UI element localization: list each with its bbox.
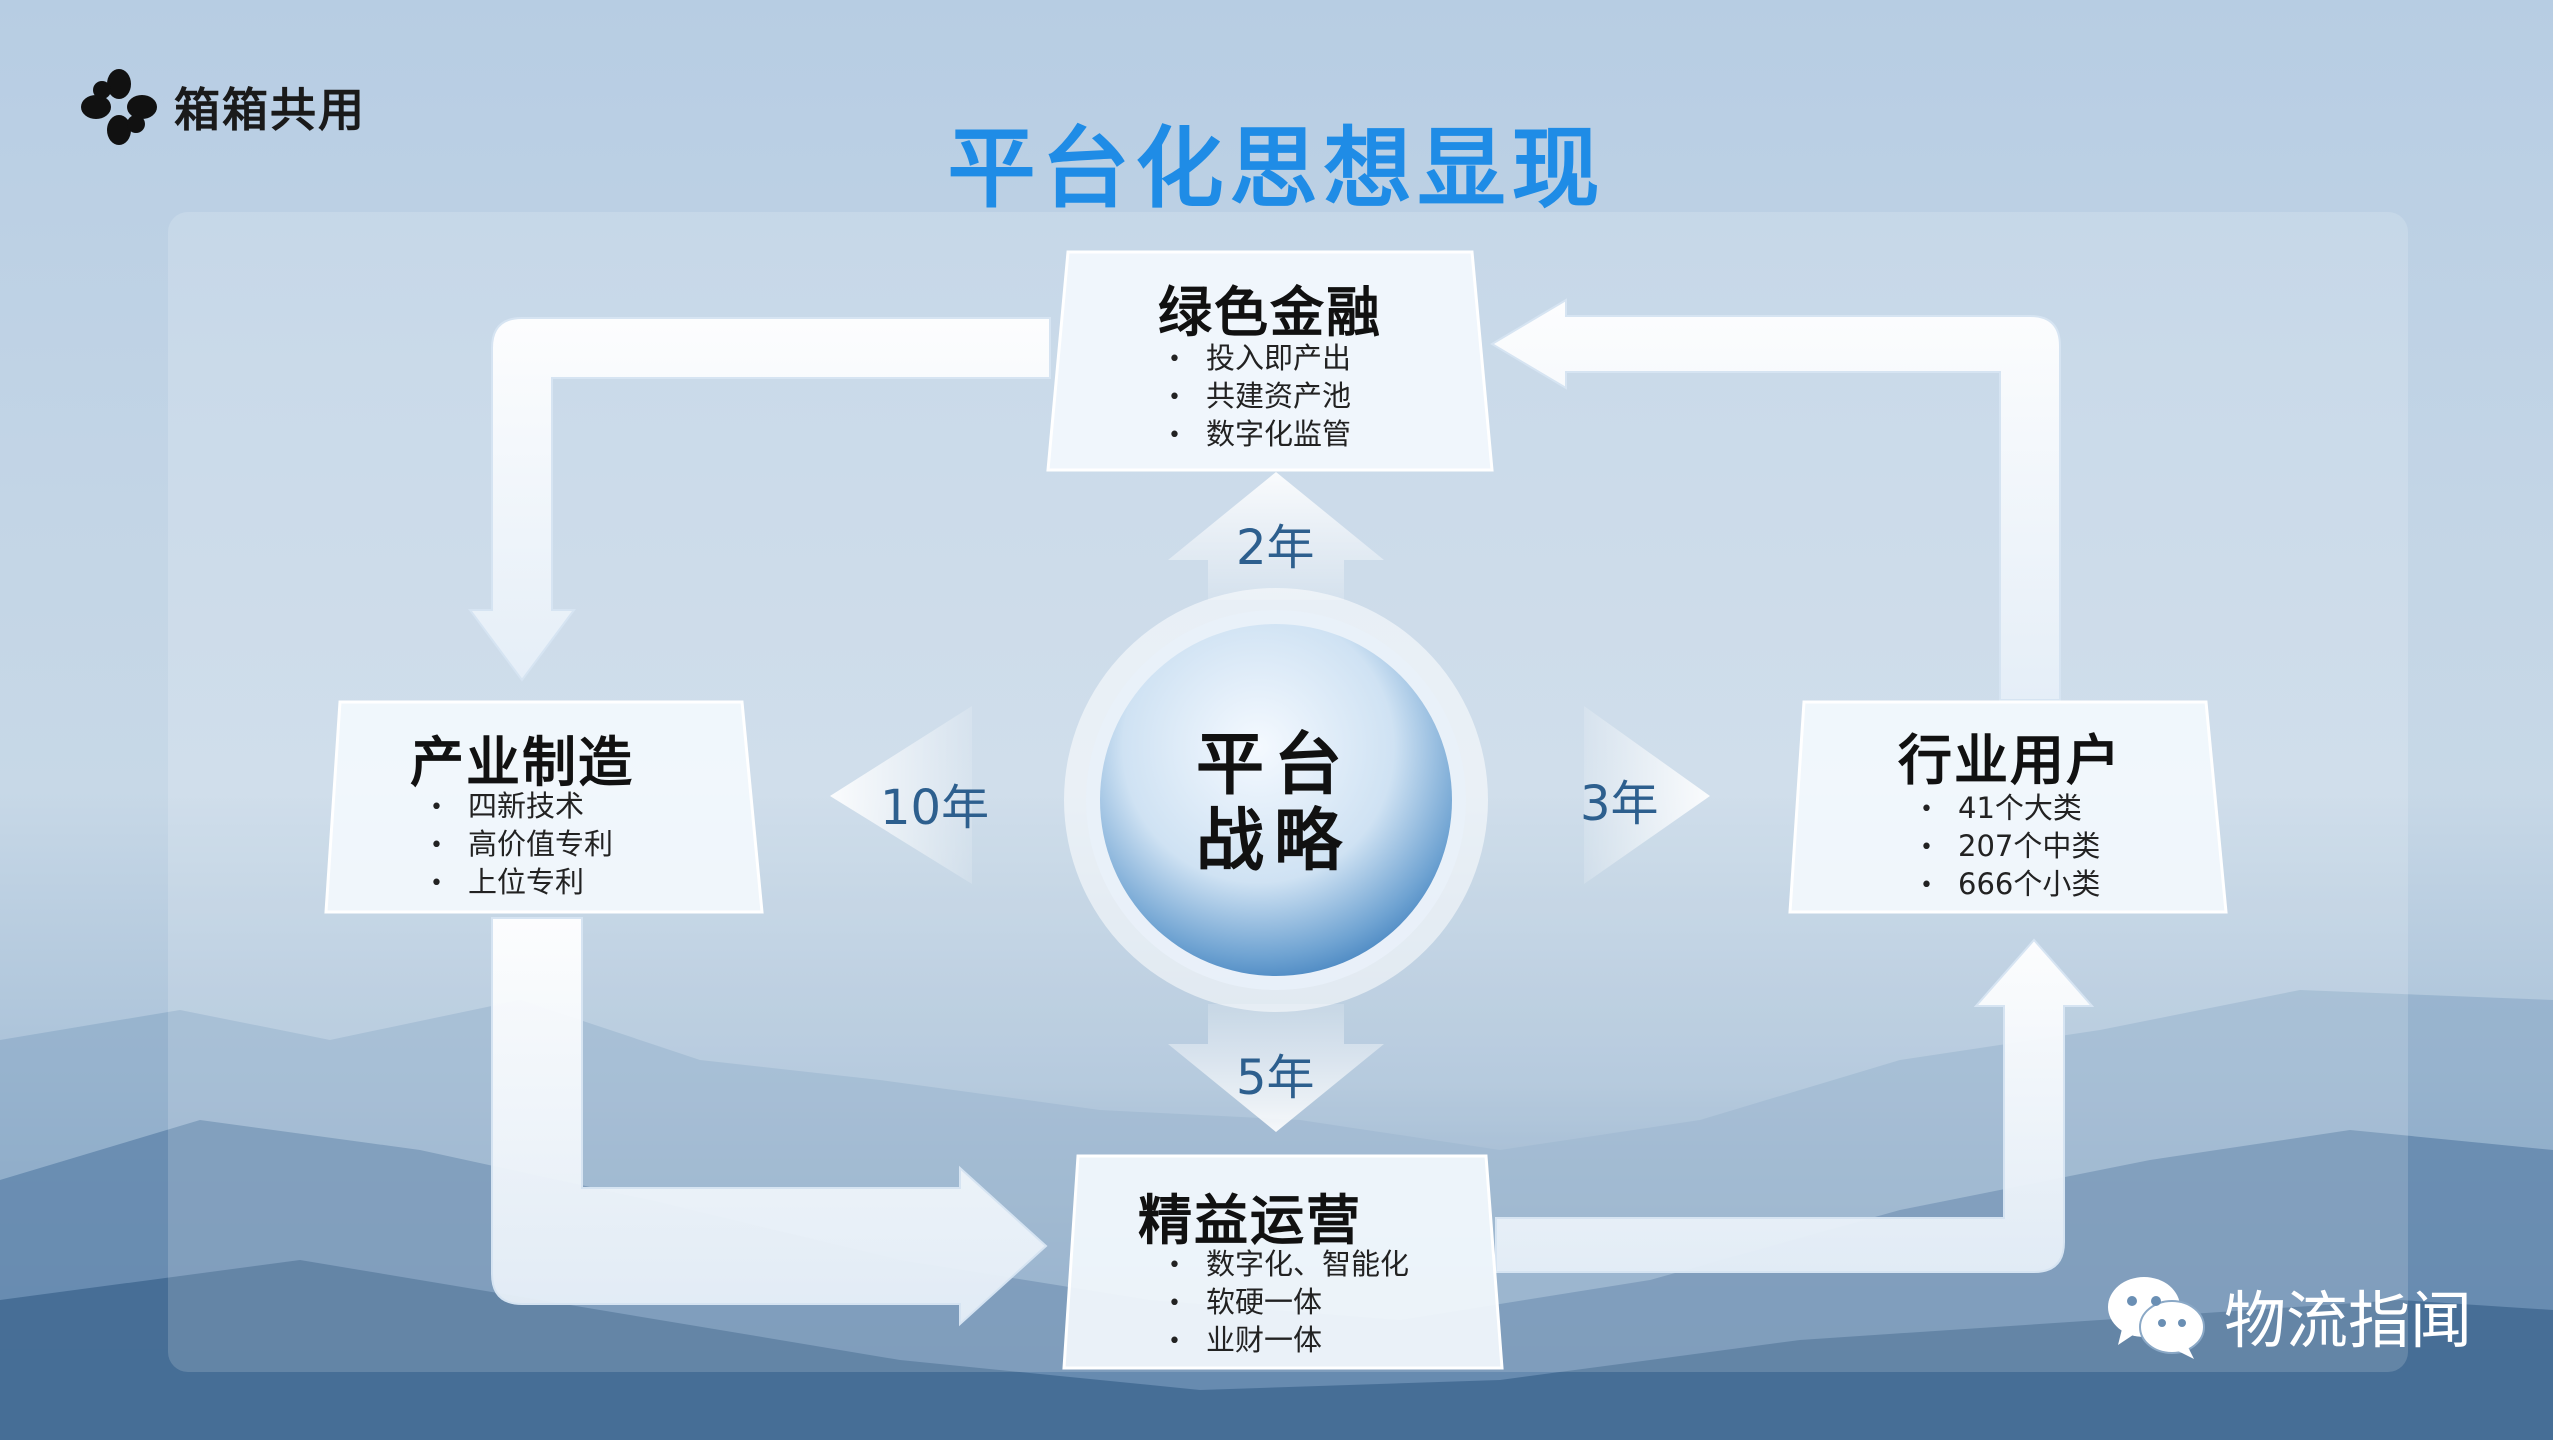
bullet-list: 四新技术 高价值专利 上位专利 bbox=[430, 788, 613, 902]
year-label-left: 10年 bbox=[880, 780, 990, 836]
arrow-bottom-to-right bbox=[1495, 938, 2095, 1273]
center-line-2: 战略 bbox=[1195, 802, 1352, 881]
year-arrow-left bbox=[830, 706, 972, 884]
bullet-list: 数字化、智能化 软硬一体 业财一体 bbox=[1168, 1246, 1409, 1360]
bullet-list: 41个大类 207个中类 666个小类 bbox=[1920, 790, 2100, 904]
list-item: 上位专利 bbox=[430, 864, 613, 902]
cycle-arrows bbox=[468, 298, 2095, 1327]
list-item: 业财一体 bbox=[1168, 1322, 1409, 1360]
year-arrow-down bbox=[1168, 1004, 1384, 1132]
center-label: 平台 战略 bbox=[1170, 728, 1378, 880]
arrow-right-to-top bbox=[1490, 298, 2061, 701]
list-item: 软硬一体 bbox=[1168, 1284, 1409, 1322]
arrow-left-to-bottom bbox=[491, 917, 1048, 1327]
bullet-list: 投入即产出 共建资产池 数字化监管 bbox=[1168, 340, 1351, 454]
center-line-1: 平台 bbox=[1195, 726, 1352, 805]
brand-name: 箱箱共用 bbox=[174, 83, 366, 137]
list-item: 数字化、智能化 bbox=[1168, 1246, 1409, 1284]
watermark: 物流指闻 bbox=[2104, 1270, 2472, 1360]
list-item: 666个小类 bbox=[1920, 866, 2100, 904]
flower-logo-icon bbox=[81, 69, 157, 145]
list-item: 投入即产出 bbox=[1168, 340, 1351, 378]
year-label-down: 5年 bbox=[1236, 1050, 1315, 1106]
year-label-up: 2年 bbox=[1236, 520, 1315, 576]
page-title: 平台化思想显现 bbox=[947, 117, 1606, 220]
wechat-icon bbox=[2108, 1277, 2205, 1359]
year-arrow-right bbox=[1584, 706, 1710, 884]
list-item: 高价值专利 bbox=[430, 826, 613, 864]
list-item: 共建资产池 bbox=[1168, 378, 1351, 416]
box-title: 精益运营 bbox=[1138, 1189, 1362, 1252]
box-title: 绿色金融 bbox=[1158, 281, 1382, 344]
list-item: 数字化监管 bbox=[1168, 416, 1351, 454]
year-label-right: 3年 bbox=[1580, 776, 1659, 832]
box-industrial-manufacturing: 产业制造 四新技术 高价值专利 上位专利 bbox=[322, 698, 770, 918]
brand-logo: 箱箱共用 bbox=[80, 68, 366, 146]
center-orb bbox=[1100, 624, 1452, 976]
box-industry-users: 行业用户 41个大类 207个中类 666个小类 bbox=[1786, 698, 2234, 918]
list-item: 41个大类 bbox=[1920, 790, 2100, 828]
mountain-front bbox=[0, 1260, 2553, 1440]
box-title: 行业用户 bbox=[1898, 729, 2122, 792]
box-title: 产业制造 bbox=[410, 731, 634, 794]
year-arrow-up bbox=[1168, 472, 1384, 600]
box-green-finance: 绿色金融 投入即产出 共建资产池 数字化监管 bbox=[1040, 248, 1500, 488]
watermark-text: 物流指闻 bbox=[2224, 1284, 2473, 1357]
arrow-top-to-left bbox=[468, 317, 1051, 682]
box-lean-operations: 精益运营 数字化、智能化 软硬一体 业财一体 bbox=[1060, 1150, 1506, 1372]
list-item: 四新技术 bbox=[430, 788, 613, 826]
list-item: 207个中类 bbox=[1920, 828, 2100, 866]
